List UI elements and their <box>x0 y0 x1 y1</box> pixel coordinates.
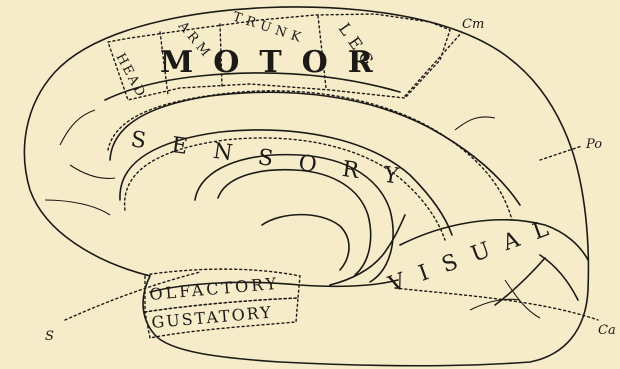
pointer-label-po: Po <box>585 137 602 152</box>
pointer-label-s: S <box>45 329 54 344</box>
parietal-sulcus-1 <box>455 117 495 130</box>
corpus-callosum-inner <box>218 170 371 275</box>
frontal-sulcus-3 <box>70 165 115 178</box>
frontal-sulcus-2 <box>45 200 110 215</box>
label-head: HEAD <box>112 51 148 101</box>
pointer-label-ca: Ca <box>598 323 616 338</box>
fornix-curve <box>262 215 349 270</box>
pointer-line-cm <box>405 32 462 96</box>
label-sensory: SENSORY <box>129 127 426 193</box>
pointer-label-cm: Cm <box>462 17 484 32</box>
calcarine-branch <box>495 258 545 305</box>
label-gustatory: GUSTATORY <box>151 302 274 332</box>
label-trunk: TRUNK <box>231 10 307 48</box>
pointer-line-po <box>540 146 582 160</box>
frontal-sulcus-1 <box>60 110 95 145</box>
calcarine-line <box>540 255 578 300</box>
